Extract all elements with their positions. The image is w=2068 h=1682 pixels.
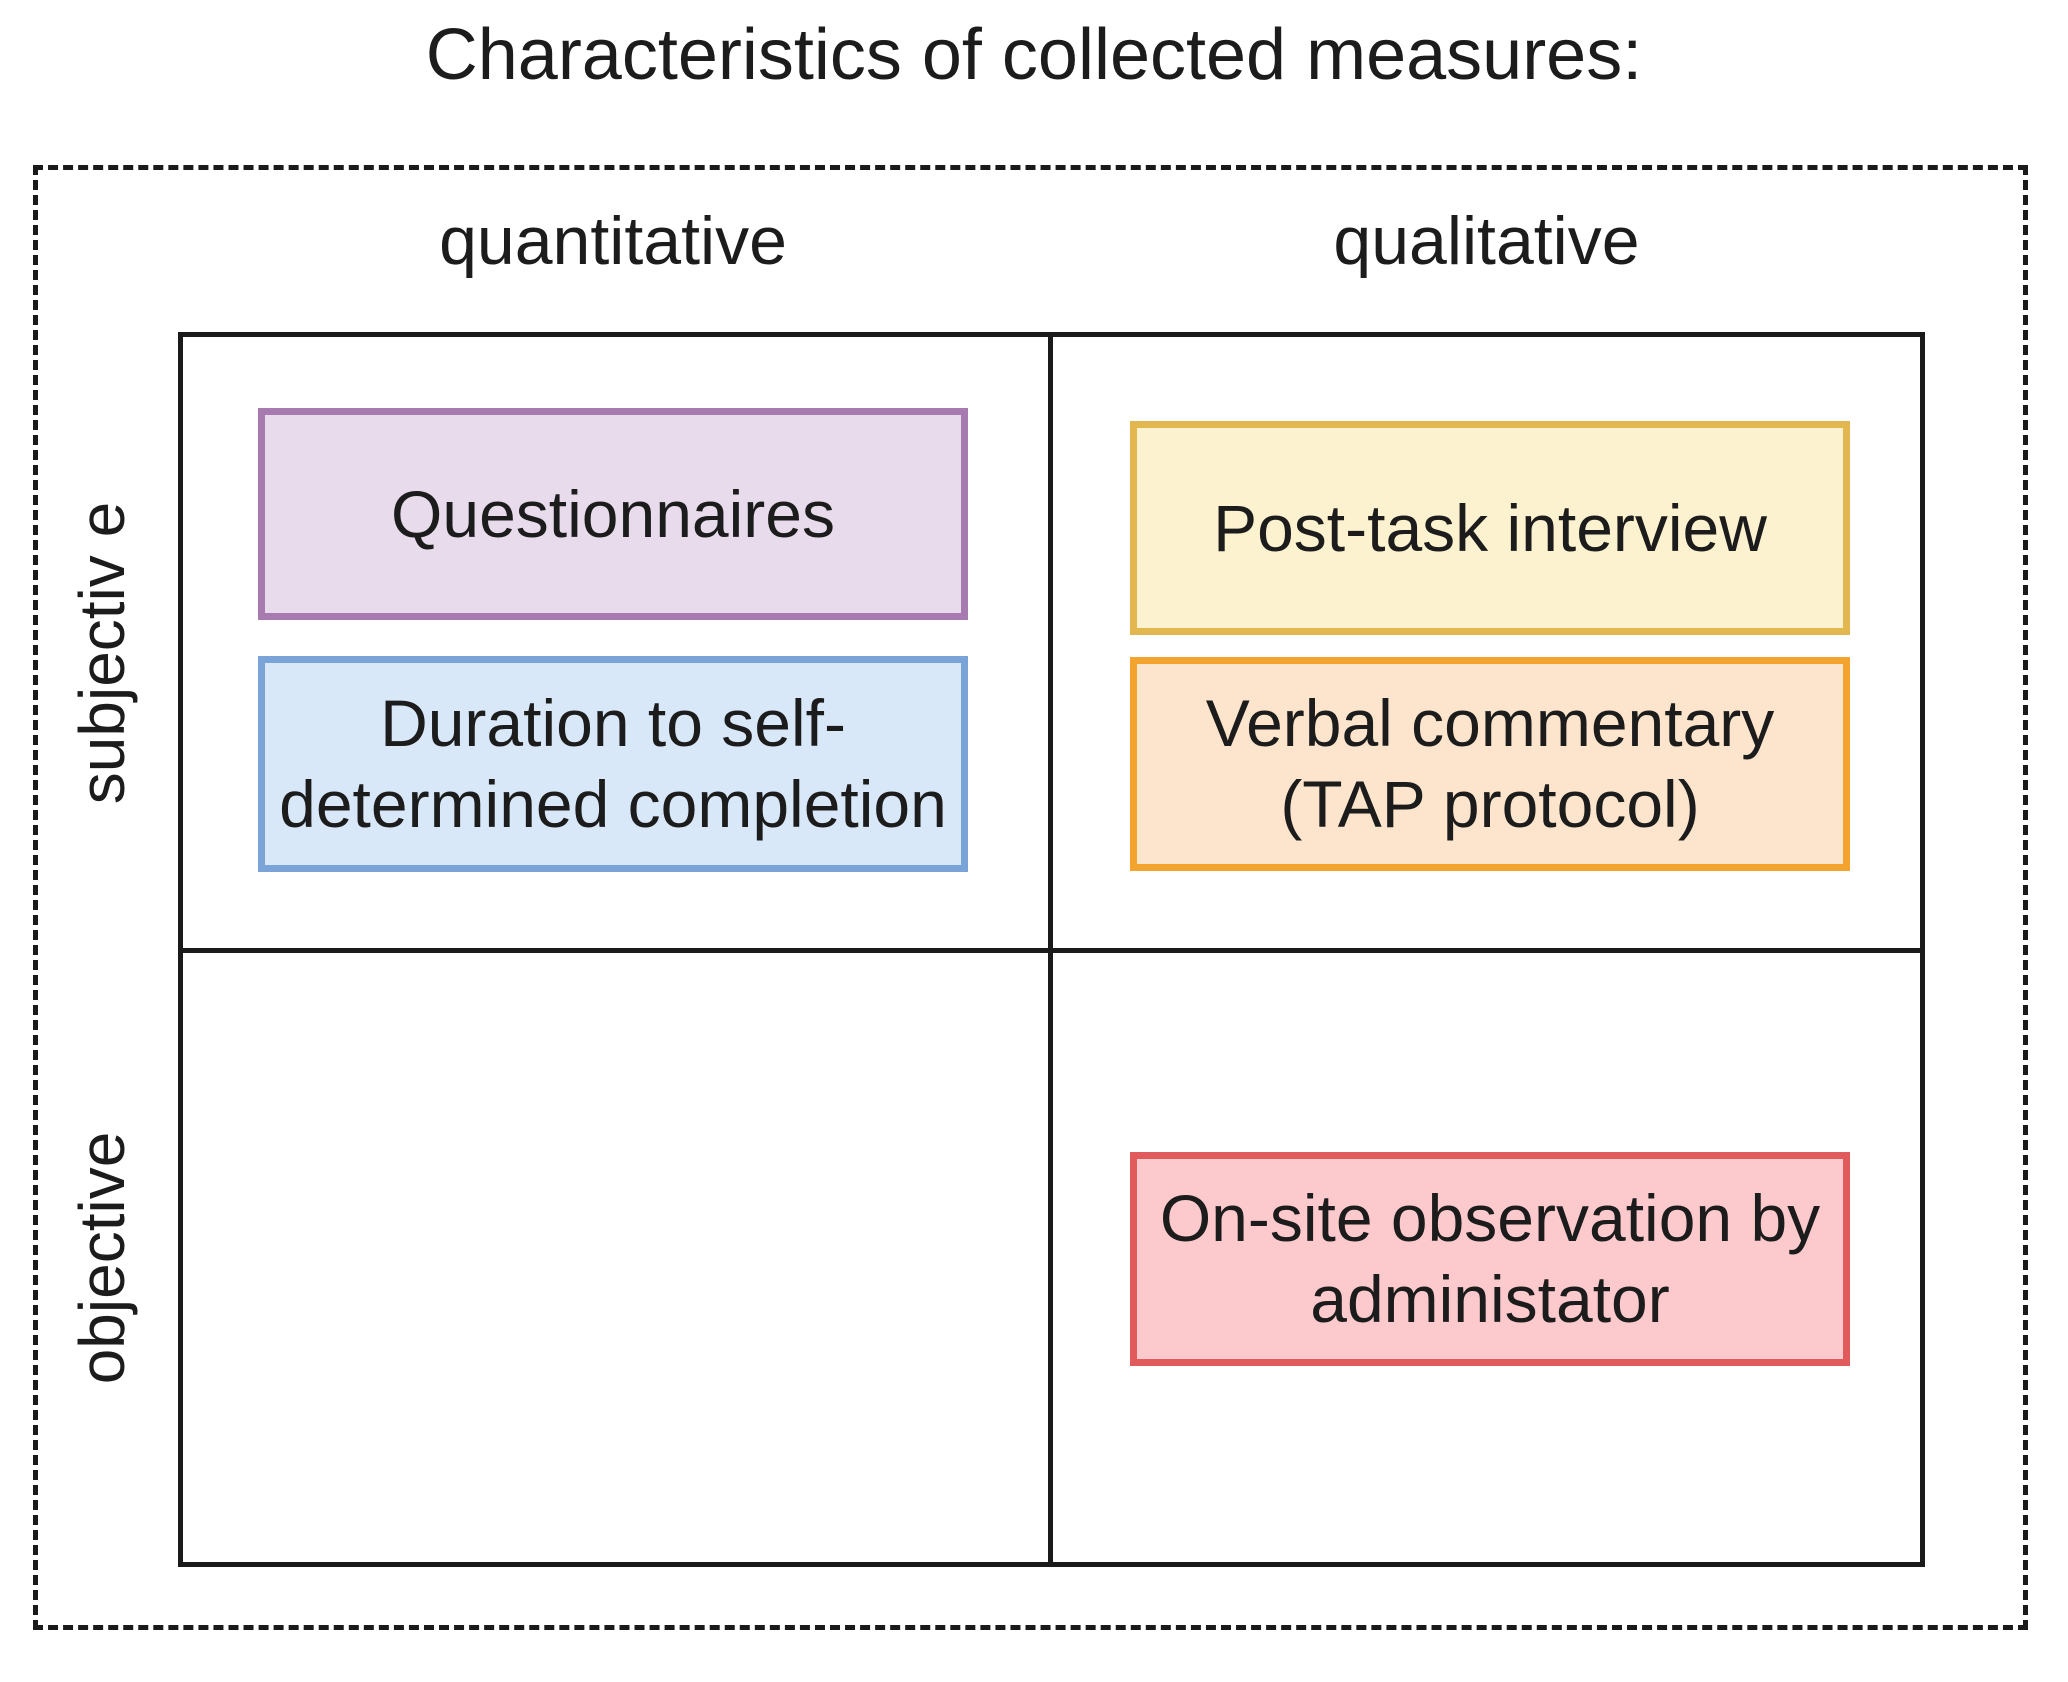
column-header-qualitative: qualitative — [1333, 203, 1640, 279]
box-onsite-observation: On-site observation by administator — [1130, 1152, 1850, 1366]
box-post-task-interview: Post-task interview — [1130, 421, 1850, 635]
column-header-quantitative: quantitative — [439, 203, 787, 279]
box-verbal-commentary: Verbal commentary (TAP protocol) — [1130, 657, 1850, 871]
dashed-outer-frame — [33, 165, 2028, 1630]
horizontal-divider — [183, 948, 1920, 953]
row-header-objective: objective — [66, 1131, 138, 1385]
box-questionnaires-label: Questionnaires — [391, 476, 835, 551]
box-post-task-interview-label: Post-task interview — [1213, 490, 1767, 565]
box-onsite-observation-label: On-site observation by administator — [1159, 1181, 1821, 1336]
box-duration-to-completion: Duration to self-determined completion — [258, 656, 968, 872]
row-header-subjective: subjectiv e — [66, 501, 138, 805]
box-verbal-commentary-label: Verbal commentary (TAP protocol) — [1205, 686, 1775, 841]
quadrant-grid — [178, 332, 1925, 1567]
box-questionnaires: Questionnaires — [258, 408, 968, 620]
box-duration-label: Duration to self-determined completion — [279, 686, 947, 841]
diagram-title: Characteristics of collected measures: — [425, 15, 1643, 95]
